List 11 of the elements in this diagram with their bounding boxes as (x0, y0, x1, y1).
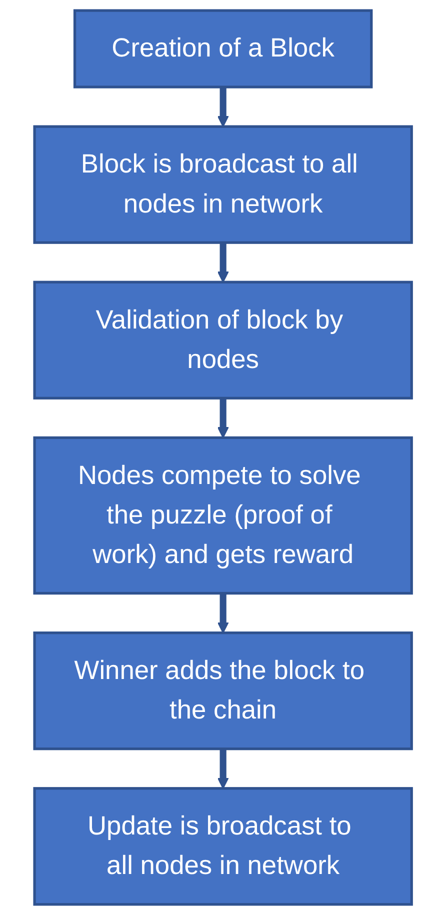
arrow (217, 593, 229, 634)
arrow (217, 242, 229, 283)
node-box: Nodes compete to solve the puzzle (proof of work) and gets reward (33, 436, 413, 595)
node-box: Creation of a Block (73, 9, 373, 88)
node-box: Validation of block by nodes (33, 280, 413, 400)
arrow (217, 748, 229, 789)
node-box: Winner adds the block to the chain (33, 632, 413, 750)
arrow (217, 87, 229, 128)
node-box: Block is broadcast to all nodes in network (33, 125, 413, 244)
arrow (217, 398, 229, 438)
node-box: Update is broadcast to all nodes in network (33, 787, 413, 906)
